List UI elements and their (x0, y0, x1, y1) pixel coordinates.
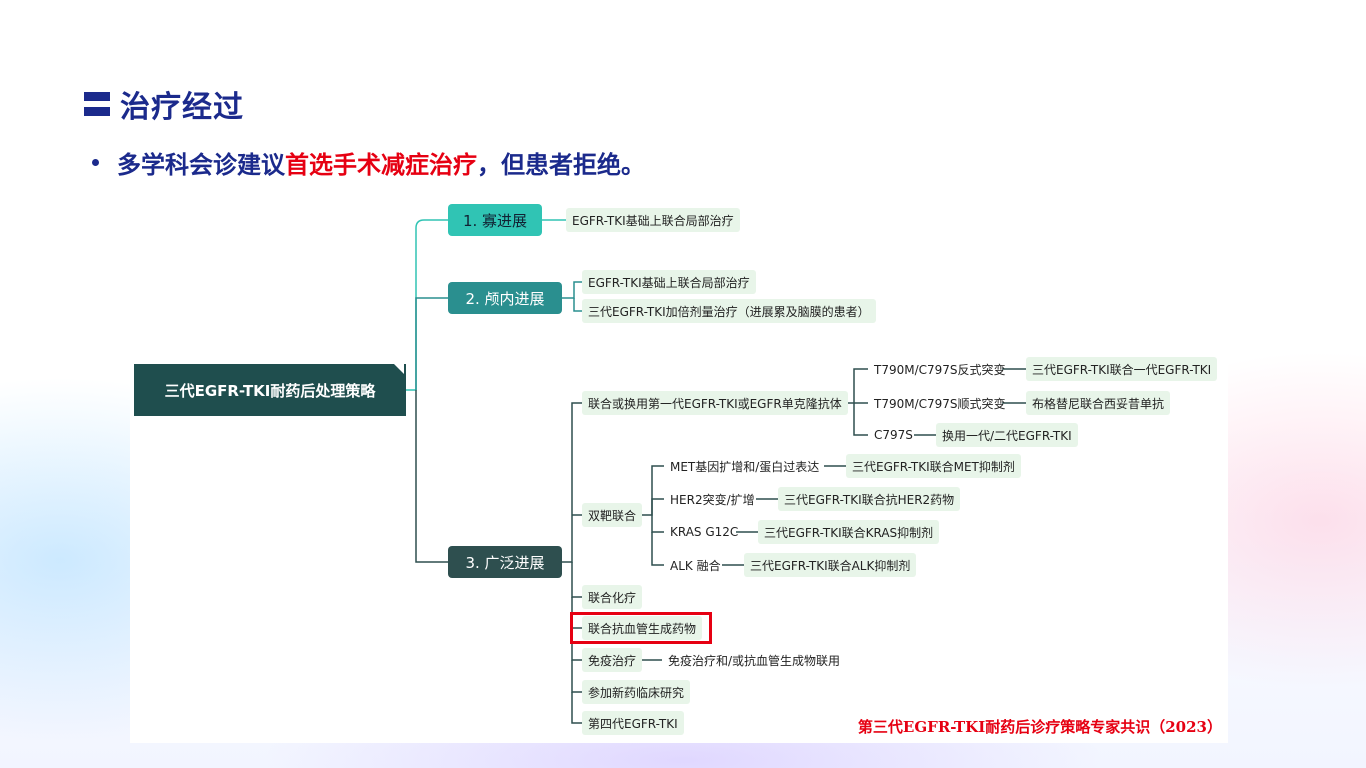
dual-target-item-4-detail: 三代EGFR-TKI联合ALK抑制剂 (744, 553, 917, 577)
combo-egfr-item-3-detail: 换用一代/二代EGFR-TKI (936, 423, 1078, 447)
bullet-dot-icon (92, 159, 99, 166)
immuno-node: 免疫治疗 (582, 648, 643, 672)
bullet-text-1: 多学科会诊建议 (117, 151, 285, 179)
bullet-text-highlight: 首选手术减症治疗 (285, 151, 477, 179)
dual-target-item-2: HER2突变/扩增 (670, 492, 755, 507)
dual-target-item-1: MET基因扩增和/蛋白过表达 (670, 459, 820, 474)
root-corner-fold (394, 364, 404, 374)
combo-egfr-item-3: C797S (874, 428, 913, 442)
anti-angio-node: 联合抗血管生成药物 (582, 616, 703, 640)
dual-target-item-3: KRAS G12C (670, 525, 739, 539)
root-node: 三代EGFR-TKI耐药后处理策略 (134, 364, 406, 416)
source-citation: 第三代EGFR-TKI耐药后诊疗策略专家共识（2023） (857, 718, 1222, 736)
title-text: 治疗经过 (120, 90, 244, 125)
combo-egfr-item-1-detail: 三代EGFR-TKI联合一代EGFR-TKI (1026, 357, 1218, 381)
branch-intracranial-progression: 2. 颅内进展 (448, 282, 562, 314)
dual-target-node: 双靶联合 (582, 503, 643, 527)
mind-map: 三代EGFR-TKI耐药后处理策略 1. 寡进展 EGFR-TKI基础上联合局部… (130, 198, 1228, 743)
branch1-leaf-1: EGFR-TKI基础上联合局部治疗 (566, 208, 740, 232)
combo-egfr-item-1: T790M/C797S反式突变 (874, 362, 1006, 377)
chemo-node: 联合化疗 (582, 585, 643, 609)
branch-oligo-progression: 1. 寡进展 (448, 204, 542, 236)
dual-target-item-1-detail: 三代EGFR-TKI联合MET抑制剂 (846, 454, 1021, 478)
dual-target-item-3-detail: 三代EGFR-TKI联合KRAS抑制剂 (758, 520, 940, 544)
bullet-text-2: ，但患者拒绝。 (477, 151, 645, 179)
gen4-node: 第四代EGFR-TKI (582, 711, 684, 735)
anti-angio-highlight-box (570, 612, 712, 644)
combo-egfr-item-2: T790M/C797S顺式突变 (874, 396, 1006, 411)
combo-egfr-item-2-detail: 布格替尼联合西妥昔单抗 (1026, 391, 1171, 415)
bullet-line: 多学科会诊建议首选手术减症治疗，但患者拒绝。 (92, 145, 645, 180)
branch-extensive-progression: 3. 广泛进展 (448, 546, 562, 578)
slide-title: 治疗经过 (84, 82, 244, 126)
dual-target-item-4: ALK 融合 (670, 558, 721, 573)
branch2-leaf-1: EGFR-TKI基础上联合局部治疗 (582, 270, 756, 294)
trial-node: 参加新药临床研究 (582, 680, 691, 704)
combo-egfr-node: 联合或换用第一代EGFR-TKI或EGFR单克隆抗体 (582, 391, 848, 415)
dual-target-item-2-detail: 三代EGFR-TKI联合抗HER2药物 (778, 487, 961, 511)
immuno-detail: 免疫治疗和/或抗血管生成物联用 (668, 653, 841, 668)
branch2-leaf-2: 三代EGFR-TKI加倍剂量治疗（进展累及脑膜的患者） (582, 299, 876, 323)
title-bar-icon (84, 92, 110, 116)
